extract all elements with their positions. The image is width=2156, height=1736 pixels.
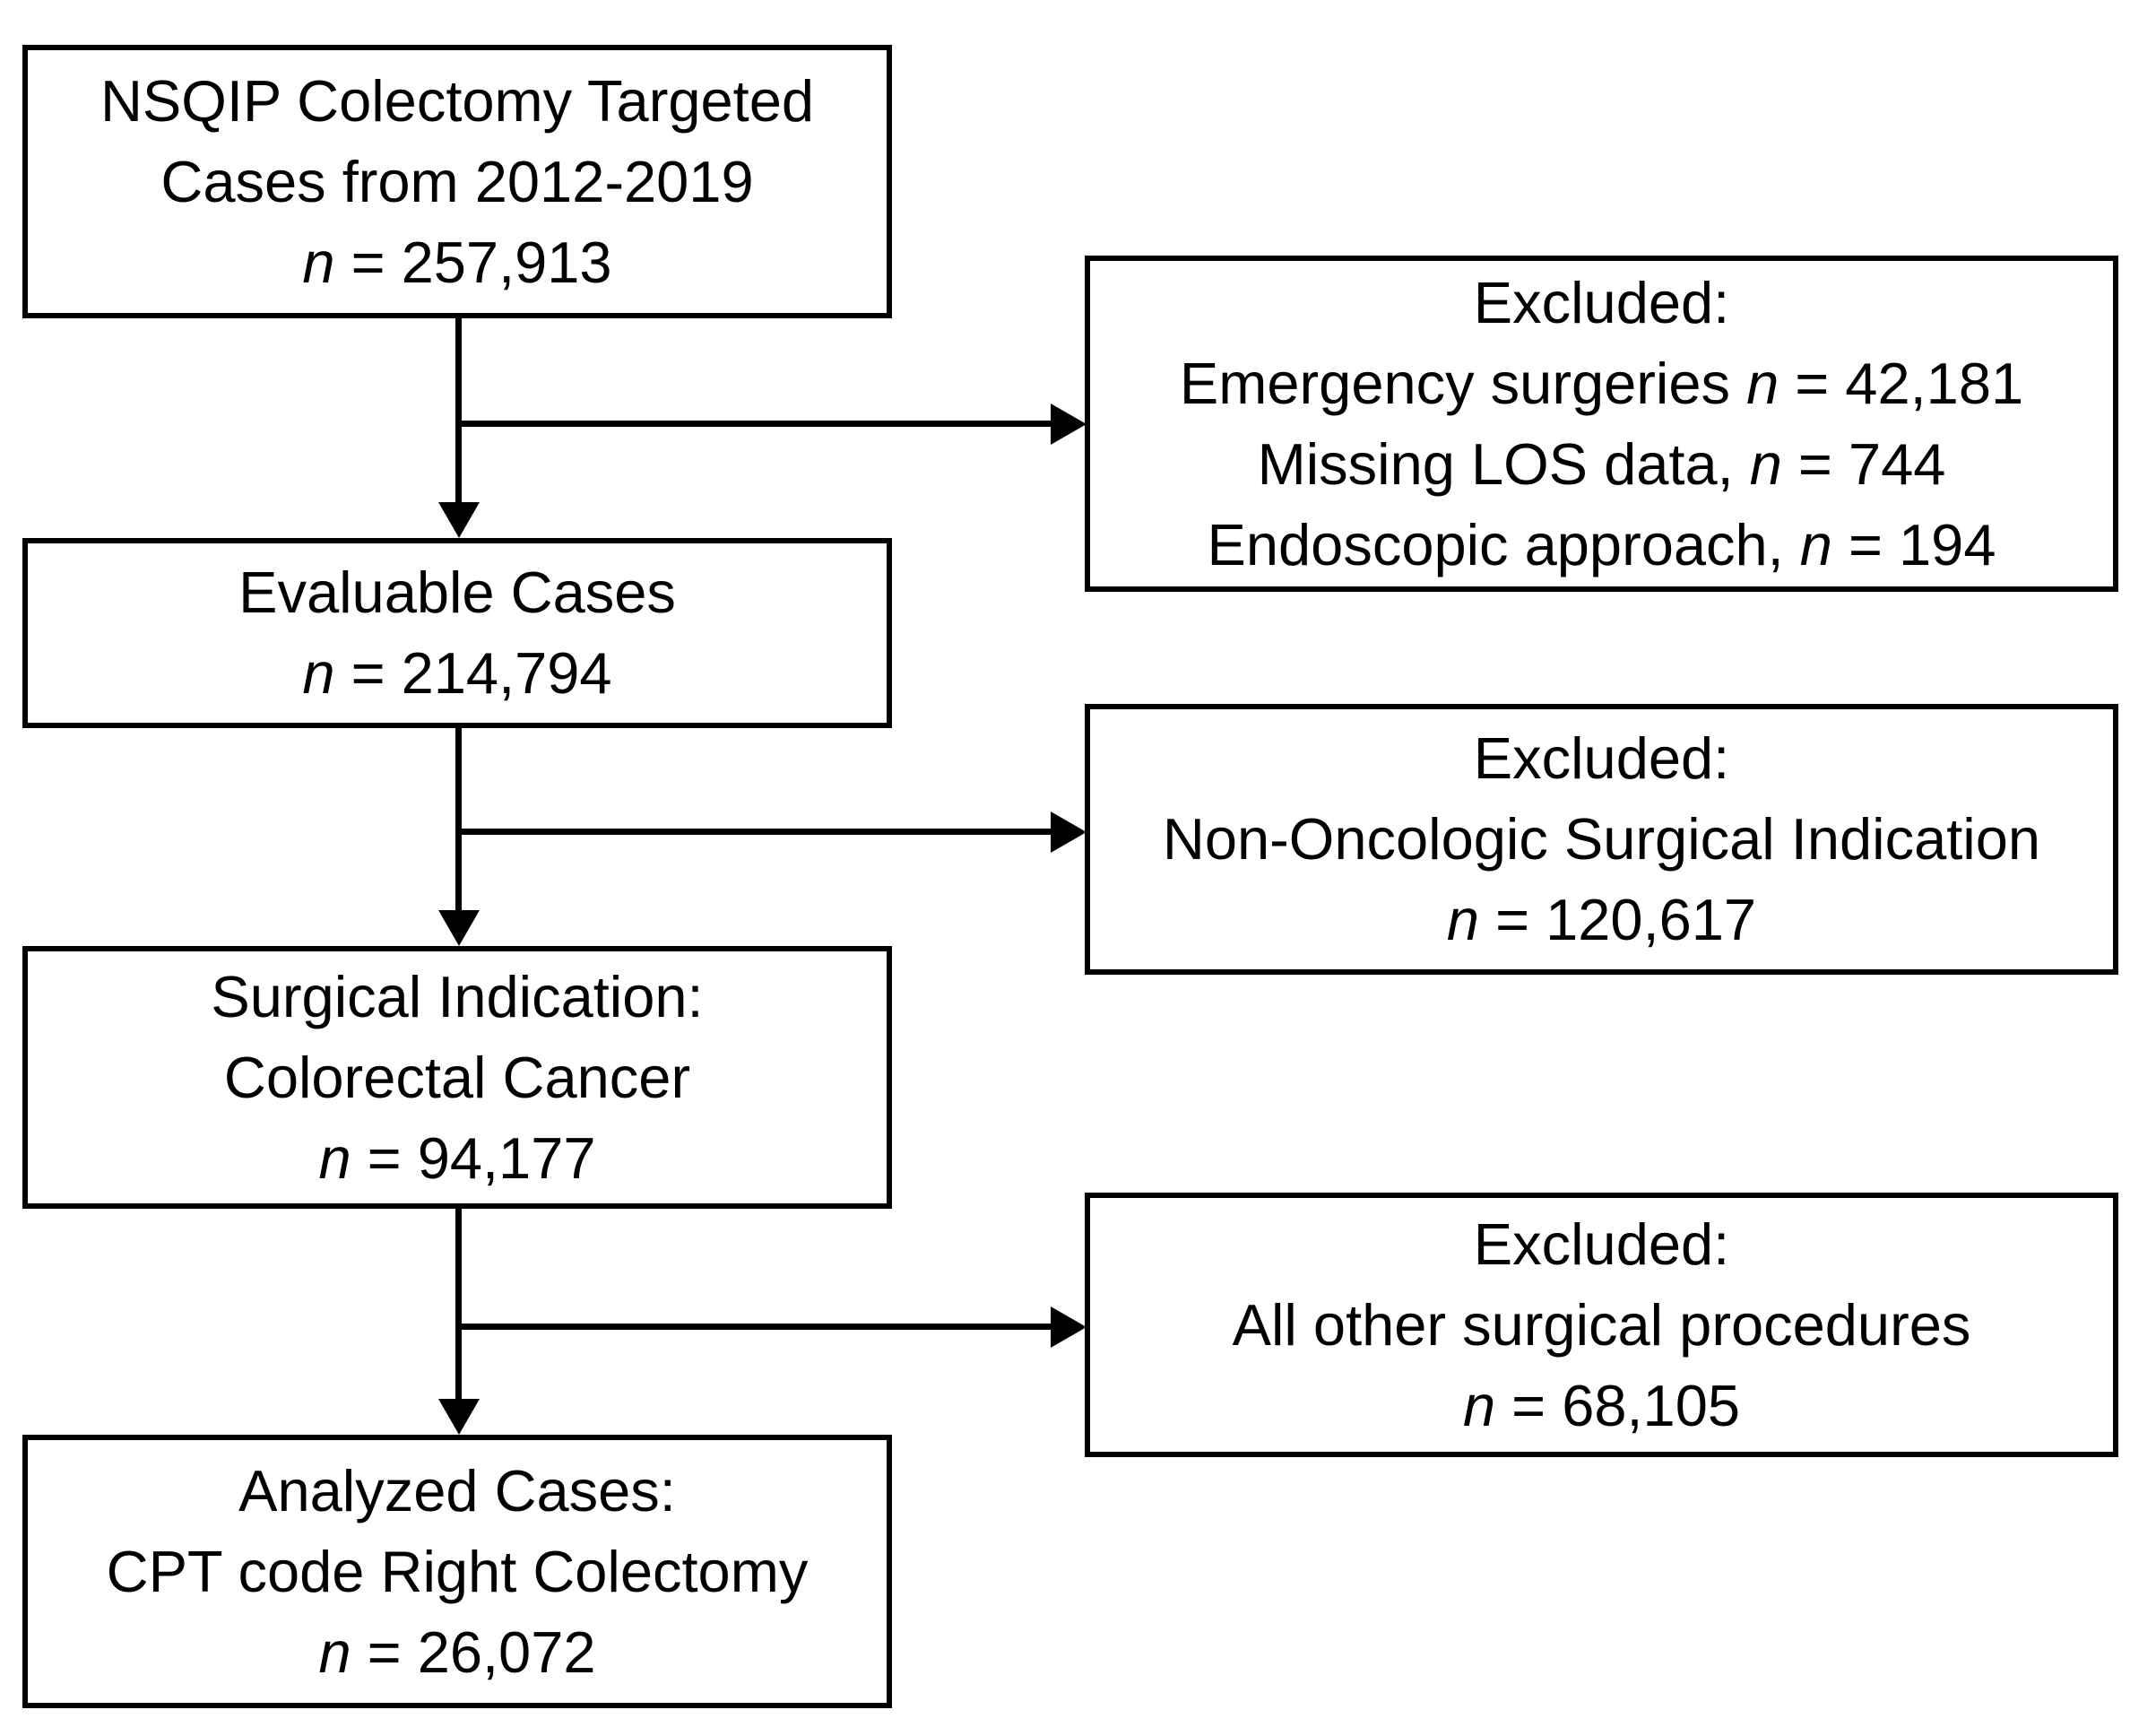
- arrow-indication-to-analyzed-head-icon: [438, 1399, 480, 1435]
- box-excluded-non-oncologic: Excluded: Non-Oncologic Surgical Indicati…: [1085, 704, 2118, 975]
- box-evaluable-cases: Evaluable Cases n = 214,794: [22, 538, 892, 728]
- box-text-line: Colorectal Cancer: [223, 1044, 691, 1110]
- box-text-line: Excluded:: [1473, 1211, 1730, 1277]
- box-text-line: Emergency surgeries n = 42,181: [1179, 350, 2024, 416]
- box-text-line: Cases from 2012-2019: [160, 148, 754, 214]
- box-text-line: Missing LOS data, n = 744: [1257, 430, 1946, 497]
- box-text-line: Endoscopic approach, n = 194: [1207, 511, 1996, 577]
- box-text-line: NSQIP Colectomy Targeted: [100, 67, 815, 134]
- arrow-indication-to-analyzed-line: [455, 1206, 462, 1402]
- arrow-source-to-evaluable-line: [455, 316, 462, 506]
- box-excluded-other-procedures: Excluded: All other surgical procedures n …: [1085, 1193, 2118, 1457]
- arrow-source-to-evaluable-head-icon: [438, 502, 480, 538]
- arrow-evaluable-to-indication-head-icon: [438, 910, 480, 946]
- arrow-branch-excluded-other-line: [455, 1324, 1052, 1330]
- box-text-line: CPT code Right Colectomy: [106, 1538, 809, 1604]
- box-text-line: Excluded:: [1473, 269, 1730, 335]
- box-text-line: n = 257,913: [302, 229, 612, 295]
- box-text-line: n = 214,794: [302, 640, 612, 706]
- box-text-line: Evaluable Cases: [238, 560, 676, 625]
- box-text-line: Analyzed Cases:: [238, 1457, 676, 1523]
- box-text-line: n = 26,072: [318, 1619, 596, 1685]
- box-text-line: n = 68,105: [1462, 1372, 1741, 1438]
- box-text-line: n = 94,177: [318, 1124, 596, 1191]
- arrow-evaluable-to-indication-line: [455, 725, 462, 916]
- box-text-line: Non-Oncologic Surgical Indication: [1162, 806, 2041, 872]
- box-text-line: n = 120,617: [1446, 887, 1757, 952]
- box-text-line: Excluded:: [1473, 725, 1730, 791]
- box-text-line: Surgical Indication:: [211, 963, 704, 1029]
- arrow-branch-excluded-non-oncologic-head-icon: [1051, 812, 1087, 853]
- box-surgical-indication: Surgical Indication: Colorectal Cancer n =…: [22, 946, 892, 1209]
- arrow-branch-excluded-initial-head-icon: [1051, 404, 1087, 445]
- arrow-branch-excluded-initial-line: [455, 421, 1052, 427]
- box-analyzed-cases: Analyzed Cases: CPT code Right Colectomy n…: [22, 1435, 892, 1708]
- arrow-branch-excluded-other-head-icon: [1051, 1306, 1087, 1348]
- arrow-branch-excluded-non-oncologic-line: [455, 829, 1052, 835]
- box-text-line: All other surgical procedures: [1232, 1291, 1971, 1358]
